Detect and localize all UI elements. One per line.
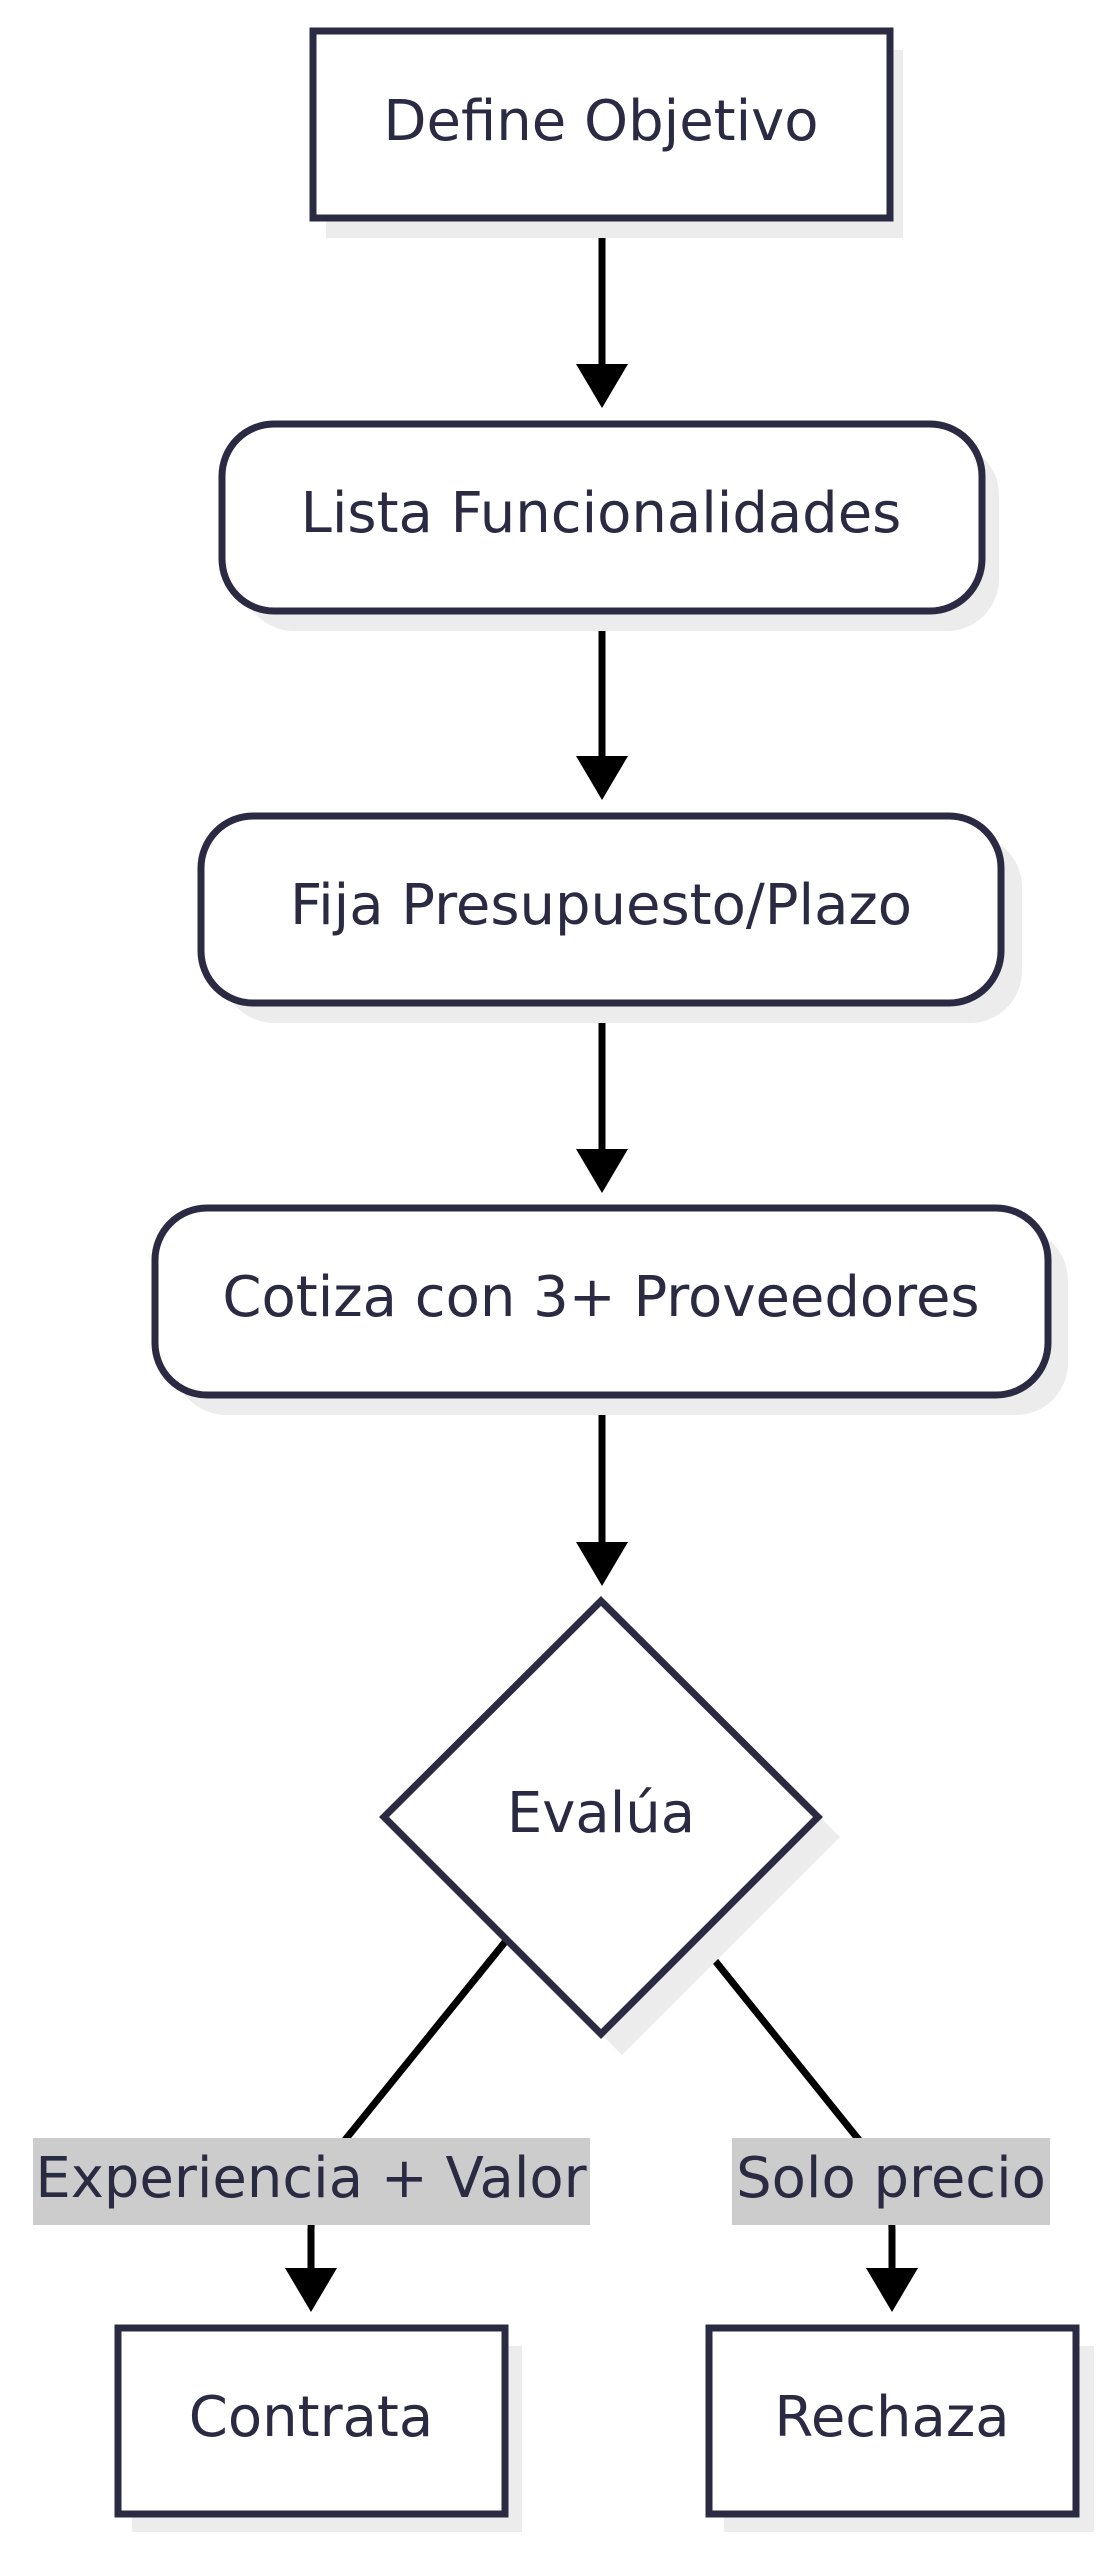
node-label: Fija Presupuesto/Plazo — [290, 873, 912, 938]
node-contrata: Contrata — [114, 2324, 522, 2532]
edge-label-text: Solo precio — [736, 2146, 1046, 2211]
edge-label-solo-precio: Solo precio — [732, 2138, 1050, 2225]
edge-define-to-lista — [576, 218, 628, 408]
edge-evalua-to-rechaza — [697, 1939, 918, 2312]
node-label: Evalúa — [507, 1781, 695, 1846]
arrowhead-icon — [866, 2268, 918, 2312]
node-cotiza-proveedores: Cotiza con 3+ Proveedores — [151, 1204, 1068, 1415]
edge-cotiza-to-evalua — [576, 1395, 628, 1586]
node-evalua: Evalúa — [379, 1596, 840, 2055]
node-fija-presupuesto: Fija Presupuesto/Plazo — [197, 812, 1022, 1023]
node-label: Cotiza con 3+ Proveedores — [222, 1265, 979, 1330]
arrowhead-icon — [576, 364, 628, 408]
node-label: Rechaza — [774, 2385, 1009, 2450]
node-label: Contrata — [189, 2385, 433, 2450]
node-rechaza: Rechaza — [705, 2324, 1094, 2532]
edge-fija-to-cotiza — [576, 1003, 628, 1193]
arrowhead-icon — [576, 1542, 628, 1586]
edge-label-experiencia-valor: Experiencia + Valor — [33, 2138, 590, 2225]
edge-evalua-to-contrata — [285, 1939, 508, 2312]
edge-label-text: Experiencia + Valor — [35, 2146, 587, 2211]
arrowhead-icon — [576, 1149, 628, 1193]
arrowhead-icon — [285, 2268, 337, 2312]
arrowhead-icon — [576, 756, 628, 800]
node-label: Define Objetivo — [383, 89, 818, 154]
node-label: Lista Funcionalidades — [301, 481, 902, 546]
node-lista-funcionalidades: Lista Funcionalidades — [218, 420, 999, 631]
edge-lista-to-fija — [576, 611, 628, 800]
node-define-objetivo: Define Objetivo — [309, 27, 903, 238]
